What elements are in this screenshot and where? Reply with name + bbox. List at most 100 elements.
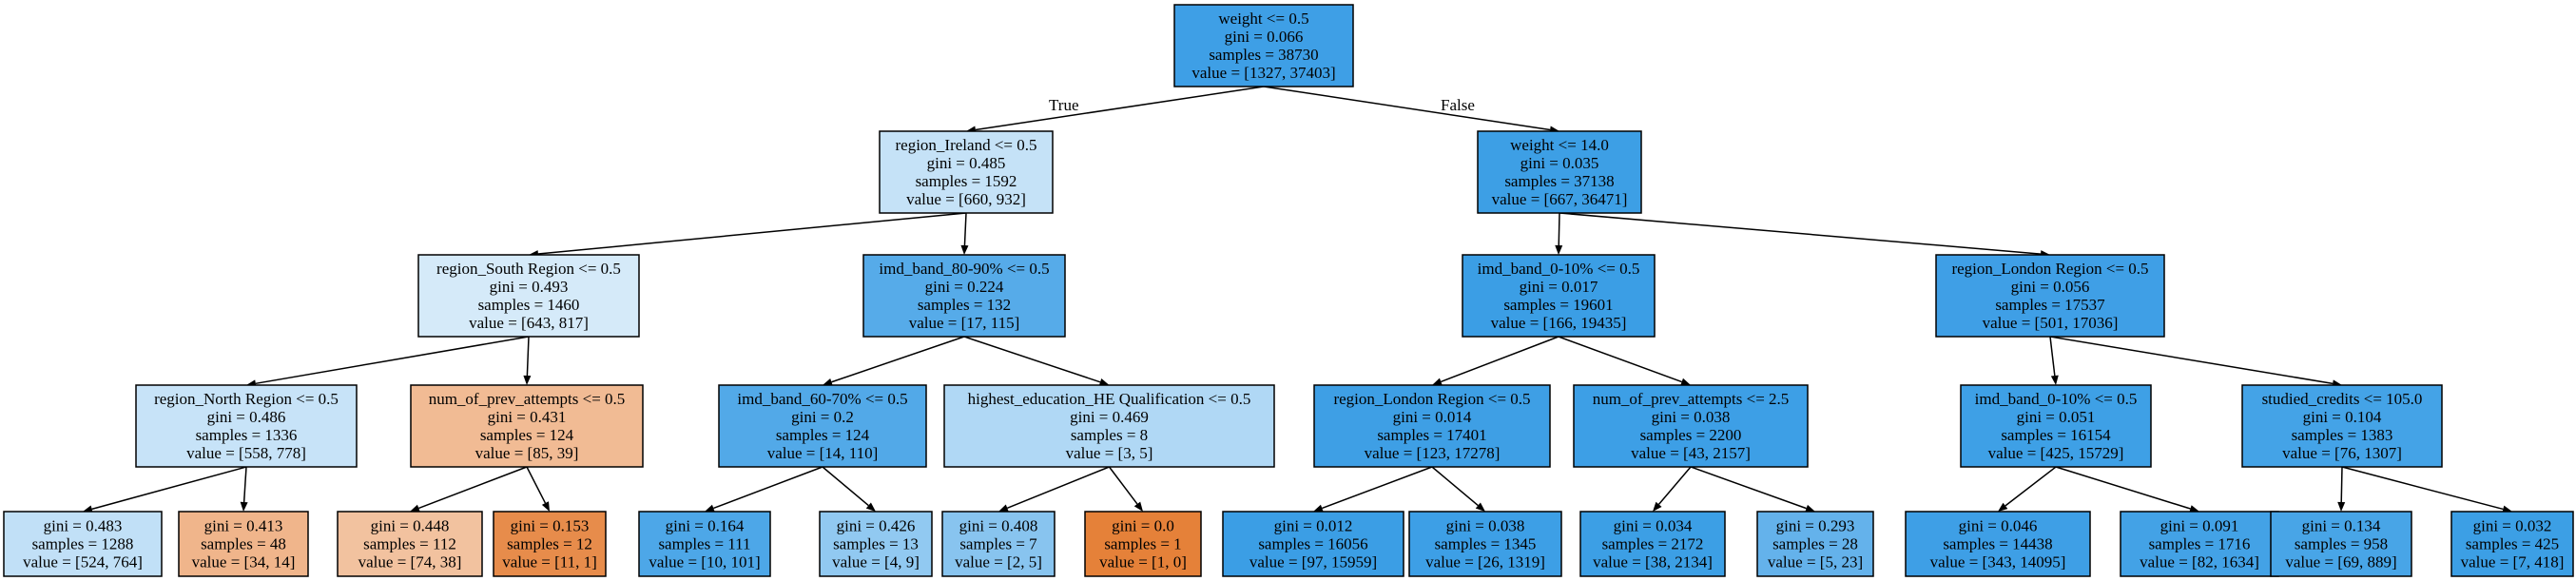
node-text-line: samples = 1288 — [32, 535, 134, 553]
node-text-line: region_South Region <= 0.5 — [436, 260, 621, 278]
edge-arrowhead — [2189, 505, 2199, 513]
edge-arrowhead — [1998, 502, 2008, 512]
node-text-line: samples = 111 — [658, 535, 750, 553]
node-text-line: samples = 16056 — [1258, 535, 1367, 553]
edge-n10-n21 — [1006, 466, 1110, 509]
node-text-line: samples = 132 — [918, 296, 1011, 314]
node-text-line: value = [34, 14] — [192, 553, 296, 571]
node-text-line: studied_credits <= 105.0 — [2262, 390, 2423, 408]
node-text-line: samples = 12 — [507, 535, 592, 553]
edge-n1-n4 — [963, 212, 967, 246]
edge-arrowhead — [960, 244, 969, 255]
node-text-line: value = [76, 1307] — [2282, 444, 2402, 462]
node-box — [1960, 384, 2152, 468]
node-box — [718, 384, 927, 468]
edge-n12-n25 — [1657, 466, 1692, 505]
node-box — [819, 511, 933, 577]
node-text-line: value = [3, 5] — [1066, 444, 1153, 462]
node-text-line: gini = 0.293 — [1776, 517, 1855, 535]
tree-node-n10: highest_education_HE Qualification <= 0.… — [943, 384, 1275, 468]
node-text-line: value = [425, 15729] — [1988, 444, 2124, 462]
node-text-line: value = [660, 932] — [906, 190, 1026, 208]
edge-arrowhead — [2337, 501, 2346, 512]
node-text-line: gini = 0.493 — [490, 278, 569, 296]
node-text-line: value = [26, 1319] — [1425, 553, 1545, 571]
node-text-line: gini = 0.485 — [927, 154, 1006, 172]
edge-arrowhead — [1653, 501, 1662, 512]
edge-n11-n23 — [1322, 466, 1433, 510]
node-text-line: samples = 14438 — [1943, 535, 2052, 553]
node-text-line: gini = 0.017 — [1520, 278, 1598, 296]
node-text-line: gini = 0.035 — [1520, 154, 1599, 172]
edge-n7-n15 — [91, 466, 247, 511]
node-text-line: value = [43, 2157] — [1631, 444, 1751, 462]
node-box — [337, 511, 483, 577]
node-text-line: value = [1327, 37403] — [1191, 64, 1335, 82]
node-text-line: value = [4, 9] — [832, 553, 920, 571]
edge-arrowhead — [1475, 502, 1485, 512]
edge-arrowhead — [823, 378, 833, 386]
edge-label-false: False — [1441, 96, 1475, 114]
node-box — [1756, 511, 1874, 577]
node-box — [1408, 511, 1562, 577]
edge-n1-n3 — [537, 212, 967, 255]
node-box — [1222, 511, 1404, 577]
node-text-line: gini = 0.2 — [791, 408, 854, 426]
node-text-line: samples = 1716 — [2149, 535, 2251, 553]
node-box — [1477, 130, 1642, 214]
node-text-line: value = [667, 36471] — [1492, 190, 1628, 208]
edge-n11-n24 — [1431, 466, 1479, 507]
edge-arrowhead — [1555, 244, 1563, 255]
node-text-line: samples = 8 — [1071, 426, 1148, 444]
node-text-line: gini = 0.012 — [1274, 517, 1353, 535]
node-text-line: value = [7, 418] — [2461, 553, 2565, 571]
edge-n13-n28 — [2055, 466, 2191, 510]
node-text-line: value = [10, 101] — [649, 553, 760, 571]
node-text-line: imd_band_0-10% <= 0.5 — [1478, 260, 1640, 278]
node-box — [1313, 384, 1551, 468]
edge-n5-n12 — [1558, 336, 1682, 383]
edge-arrowhead — [541, 501, 550, 512]
node-text-line: gini = 0.066 — [1225, 28, 1304, 46]
edge-arrowhead — [705, 504, 715, 513]
node-text-line: weight <= 14.0 — [1510, 136, 1609, 154]
edge-arrowhead — [1805, 504, 1815, 513]
edge-n4-n9 — [831, 336, 965, 383]
node-text-line: value = [123, 17278] — [1365, 444, 1501, 462]
node-box — [410, 384, 644, 468]
node-text-line: samples = 37138 — [1504, 172, 1614, 190]
node-text-line: gini = 0.056 — [2011, 278, 2090, 296]
node-box — [2241, 384, 2443, 468]
node-text-line: gini = 0.134 — [2302, 517, 2381, 535]
edge-n4-n10 — [963, 336, 1101, 383]
edge-arrowhead — [2050, 375, 2059, 385]
node-text-line: samples = 38730 — [1209, 46, 1318, 64]
edge-n9-n19 — [713, 466, 823, 510]
node-box — [1579, 511, 1726, 577]
node-box — [1905, 511, 2091, 577]
node-text-line: samples = 17401 — [1377, 426, 1486, 444]
node-text-line: gini = 0.426 — [837, 517, 916, 535]
edge-n6-n13 — [2049, 336, 2056, 377]
node-text-line: gini = 0.038 — [1652, 408, 1731, 426]
node-box — [178, 511, 309, 577]
node-text-line: gini = 0.0 — [1112, 517, 1174, 535]
node-box — [2120, 511, 2279, 577]
edge-arrowhead — [1680, 378, 1691, 386]
node-text-line: samples = 2172 — [1602, 535, 1704, 553]
